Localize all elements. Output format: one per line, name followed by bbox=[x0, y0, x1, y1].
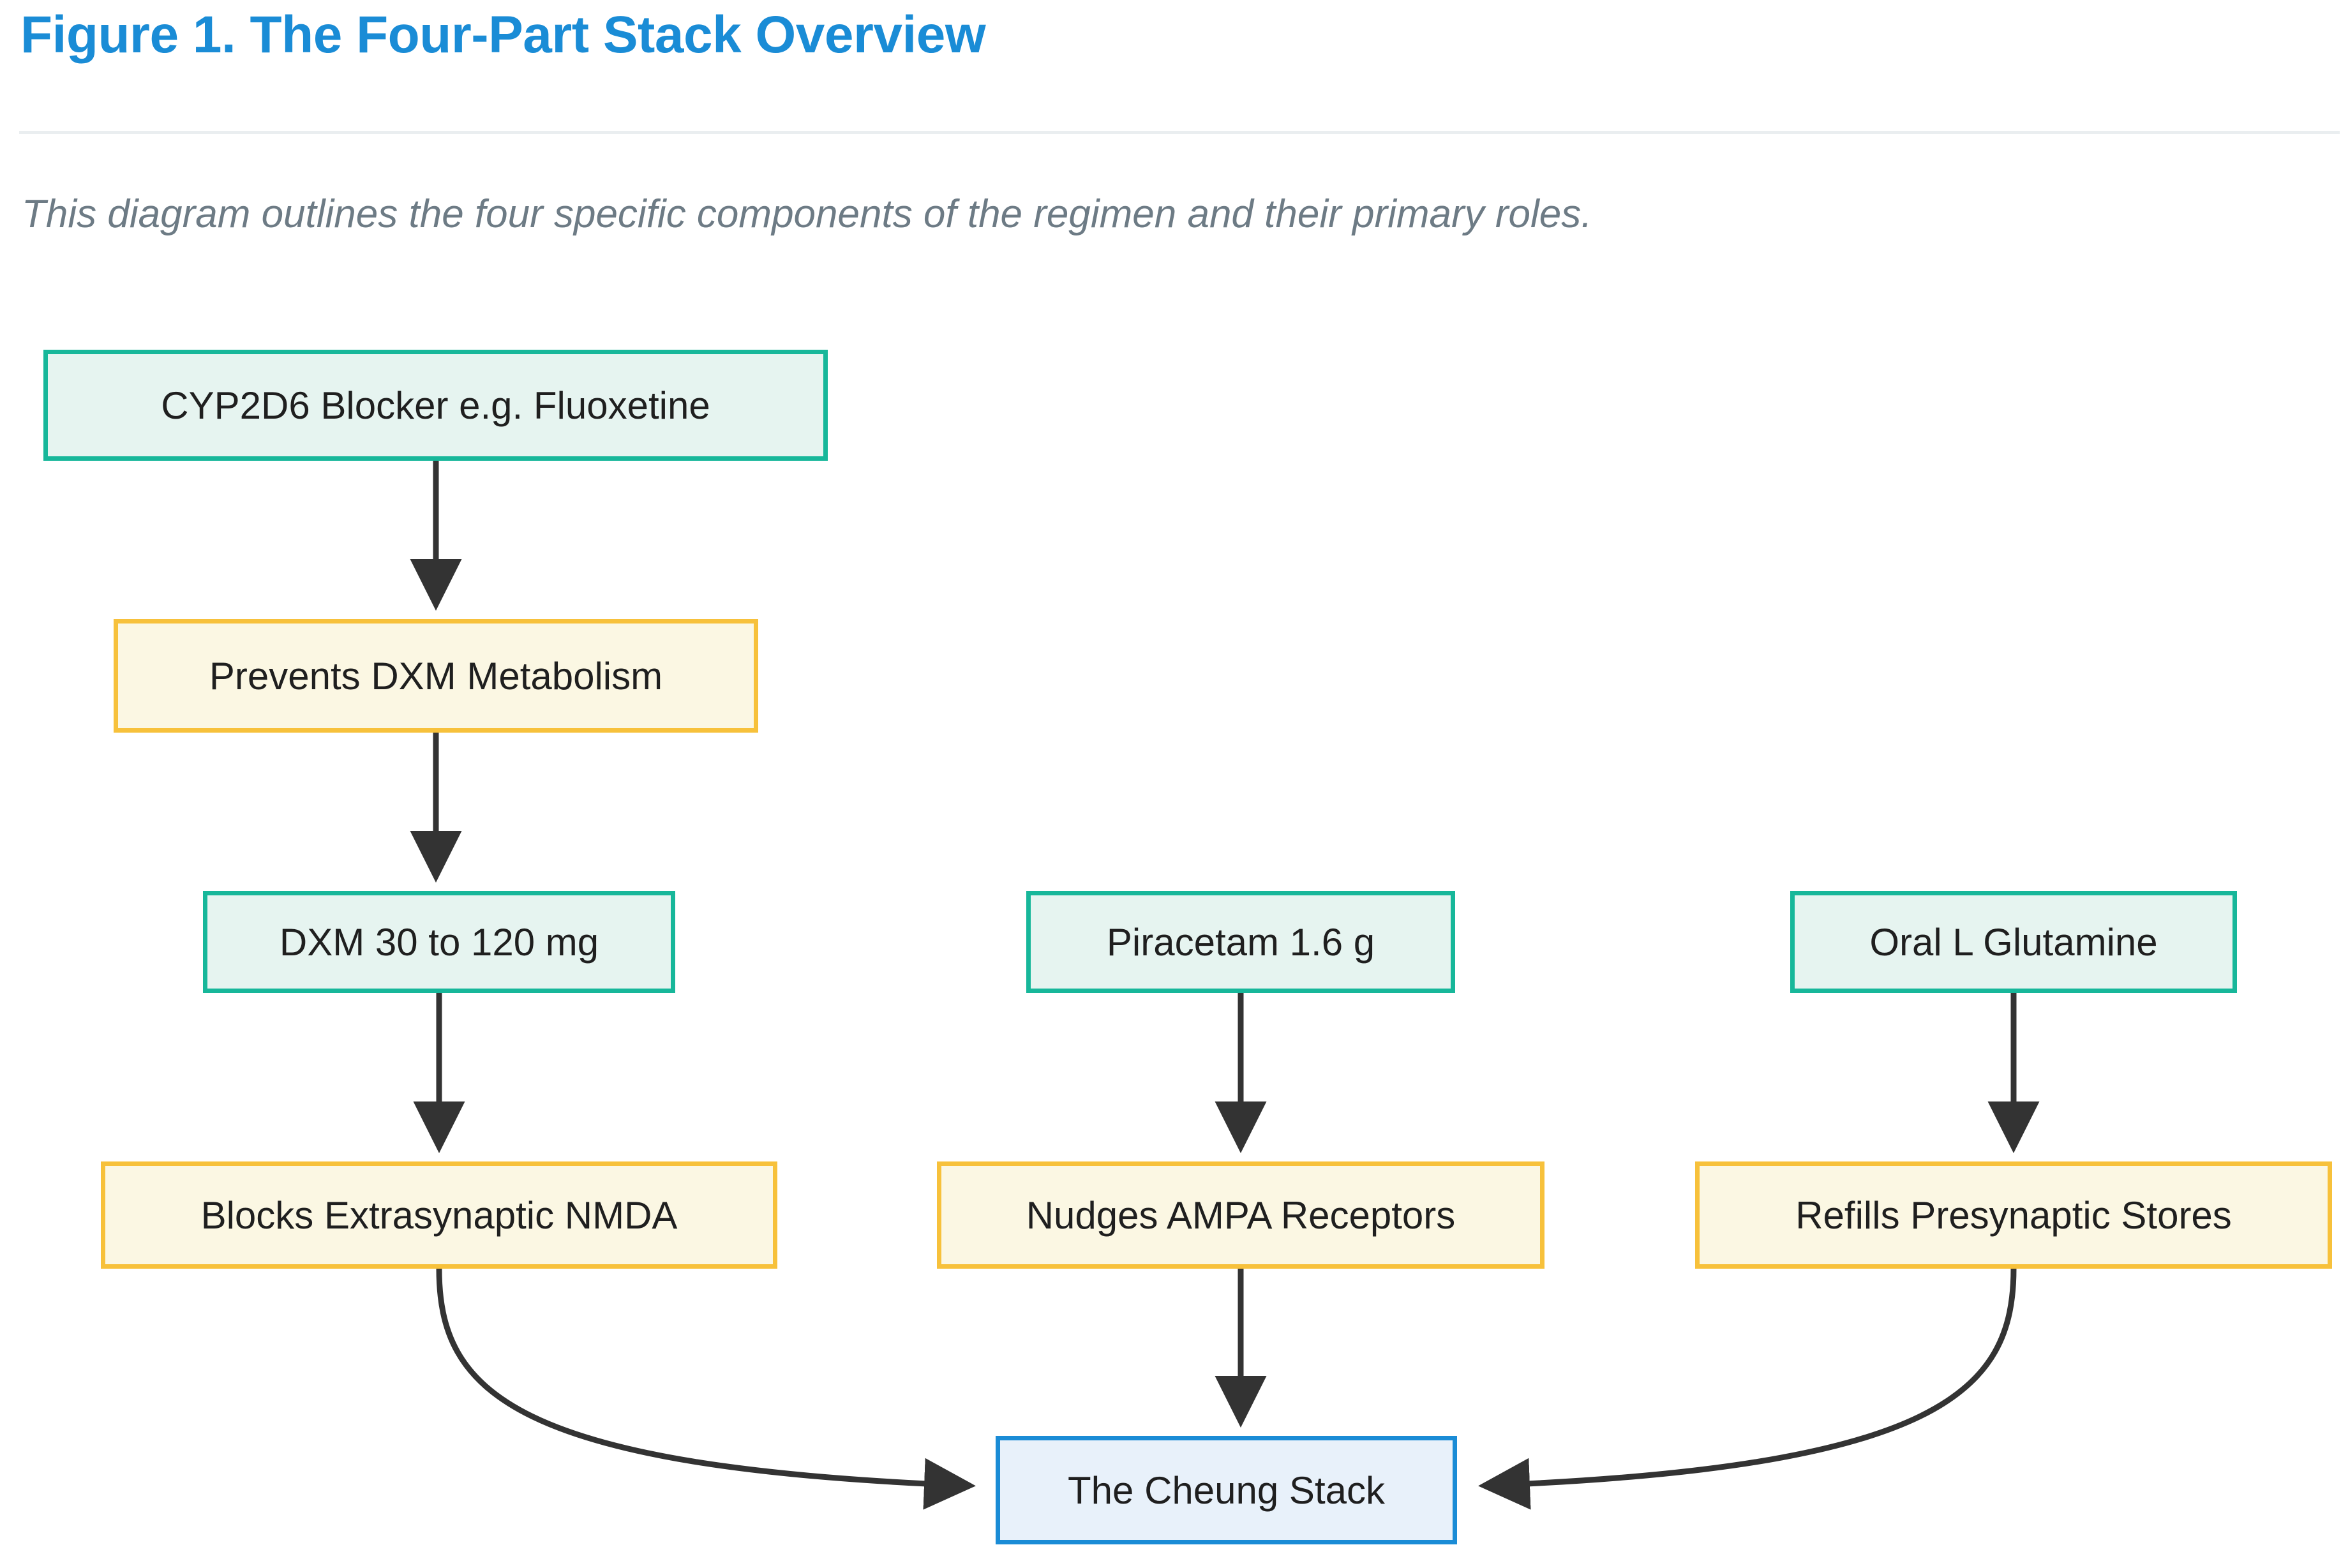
node-label: Prevents DXM Metabolism bbox=[209, 654, 663, 698]
title-divider bbox=[19, 131, 2340, 134]
node-label: CYP2D6 Blocker e.g. Fluoxetine bbox=[161, 384, 710, 427]
node-label: Nudges AMPA Receptors bbox=[1026, 1193, 1456, 1237]
node-label: DXM 30 to 120 mg bbox=[279, 920, 599, 964]
node-label: Blocks Extrasynaptic NMDA bbox=[200, 1193, 678, 1237]
node-label: Piracetam 1.6 g bbox=[1106, 920, 1375, 964]
node-dxm-dose[interactable]: DXM 30 to 120 mg bbox=[203, 891, 675, 993]
edge-stores-to-stack bbox=[1478, 1268, 2017, 1510]
edge-nmda-to-stack bbox=[436, 1268, 976, 1510]
node-blocks-extrasynaptic-nmda[interactable]: Blocks Extrasynaptic NMDA bbox=[101, 1161, 777, 1269]
node-refills-presynaptic-stores[interactable]: Refills Presynaptic Stores bbox=[1695, 1161, 2332, 1269]
node-the-cheung-stack[interactable]: The Cheung Stack bbox=[996, 1436, 1457, 1544]
node-cyp2d6-blocker[interactable]: CYP2D6 Blocker e.g. Fluoxetine bbox=[43, 350, 828, 461]
node-label: Refills Presynaptic Stores bbox=[1795, 1193, 2232, 1237]
node-label: The Cheung Stack bbox=[1068, 1468, 1385, 1512]
node-piracetam[interactable]: Piracetam 1.6 g bbox=[1026, 891, 1455, 993]
node-oral-l-glutamine[interactable]: Oral L Glutamine bbox=[1790, 891, 2237, 993]
node-prevents-dxm-metabolism[interactable]: Prevents DXM Metabolism bbox=[114, 619, 758, 733]
figure-subtitle: This diagram outlines the four specific … bbox=[22, 192, 1592, 236]
page-title: Figure 1. The Four-Part Stack Overview bbox=[20, 6, 986, 64]
node-label: Oral L Glutamine bbox=[1869, 920, 2158, 964]
node-nudges-ampa-receptors[interactable]: Nudges AMPA Receptors bbox=[937, 1161, 1544, 1269]
